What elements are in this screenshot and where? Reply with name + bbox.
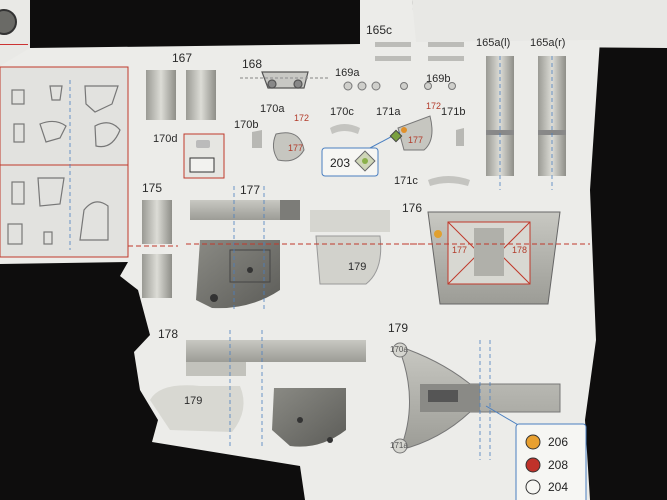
label-172-right: 172: [426, 101, 442, 111]
part-170d-body: [189, 157, 215, 173]
part-169a: [343, 81, 381, 91]
part-175-upper: [142, 200, 172, 244]
label-165a-r: 165a(r): [530, 37, 566, 49]
label-169b: 169b: [426, 73, 451, 85]
part-171b: [456, 128, 464, 146]
label-178: 178: [158, 327, 179, 341]
label-171a: 171a: [376, 106, 401, 118]
part-179: [392, 340, 561, 460]
label-177-in-176: 177: [452, 245, 468, 255]
part-177-plate: [310, 210, 390, 232]
swatch-208: [525, 457, 541, 473]
callout-203-dot: [362, 158, 368, 164]
label-179-lower-left: 179: [184, 395, 203, 407]
part-177: [190, 186, 300, 312]
left-panel-parts: [7, 85, 121, 245]
part-170c: [330, 124, 360, 134]
part-169b: [400, 82, 456, 90]
scrap-cut-line: [0, 44, 28, 45]
part-167-left: [146, 70, 176, 120]
part-170d-top: [196, 140, 210, 148]
label-168: 168: [242, 57, 263, 71]
part-171c: [428, 176, 470, 186]
label-208: 208: [548, 458, 569, 472]
label-171b: 171b: [441, 106, 466, 118]
label-203: 203: [330, 156, 351, 170]
label-176: 176: [402, 201, 423, 215]
label-175: 175: [142, 181, 163, 195]
label-178-in-176: 178: [512, 245, 528, 255]
label-172-left: 172: [294, 113, 310, 123]
label-170a-inner: 170a: [390, 345, 408, 354]
part-marker-green: [389, 129, 403, 143]
swatch-204: [525, 479, 541, 495]
color-callout-206-208-204: [485, 405, 587, 500]
label-170b: 170b: [234, 119, 259, 131]
part-165c: [375, 42, 464, 61]
part-167-right: [186, 70, 216, 120]
part-170a: [272, 132, 305, 162]
part-179-hub-top: [392, 342, 408, 358]
label-170a: 170a: [260, 103, 285, 115]
label-206: 206: [548, 435, 569, 449]
label-165a-l: 165a(l): [476, 37, 511, 49]
part-168: [240, 71, 330, 89]
part-165a-left: [486, 56, 514, 190]
label-171a-inner: 171a: [390, 441, 408, 450]
label-177: 177: [240, 183, 261, 197]
label-177-small-left: 177: [288, 143, 304, 153]
part-178: [150, 330, 366, 448]
label-171c: 171c: [394, 175, 418, 187]
part-175-lower: [142, 254, 172, 298]
label-169a: 169a: [335, 67, 360, 79]
round-part-icon: [0, 9, 17, 35]
swatch-206: [525, 434, 541, 450]
part-170b: [252, 130, 262, 148]
left-parts-panel: [0, 66, 129, 258]
part-176: [404, 211, 590, 305]
part-176-marker: [434, 230, 442, 238]
label-165c: 165c: [366, 23, 393, 37]
label-204: 204: [548, 480, 569, 494]
paper-scrap-top-right: [412, 0, 667, 48]
part-marker-orange: [401, 127, 407, 133]
label-167: 167: [172, 51, 193, 65]
label-179-upper: 179: [348, 261, 367, 273]
label-179: 179: [388, 321, 409, 335]
part-165a-right: [538, 56, 566, 190]
part-179-upper: [315, 235, 382, 285]
label-170c: 170c: [330, 106, 354, 118]
label-177-small-right: 177: [408, 135, 424, 145]
part-179-hub-bottom: [392, 438, 408, 454]
part-171a: [397, 115, 433, 151]
label-170d: 170d: [153, 133, 178, 145]
